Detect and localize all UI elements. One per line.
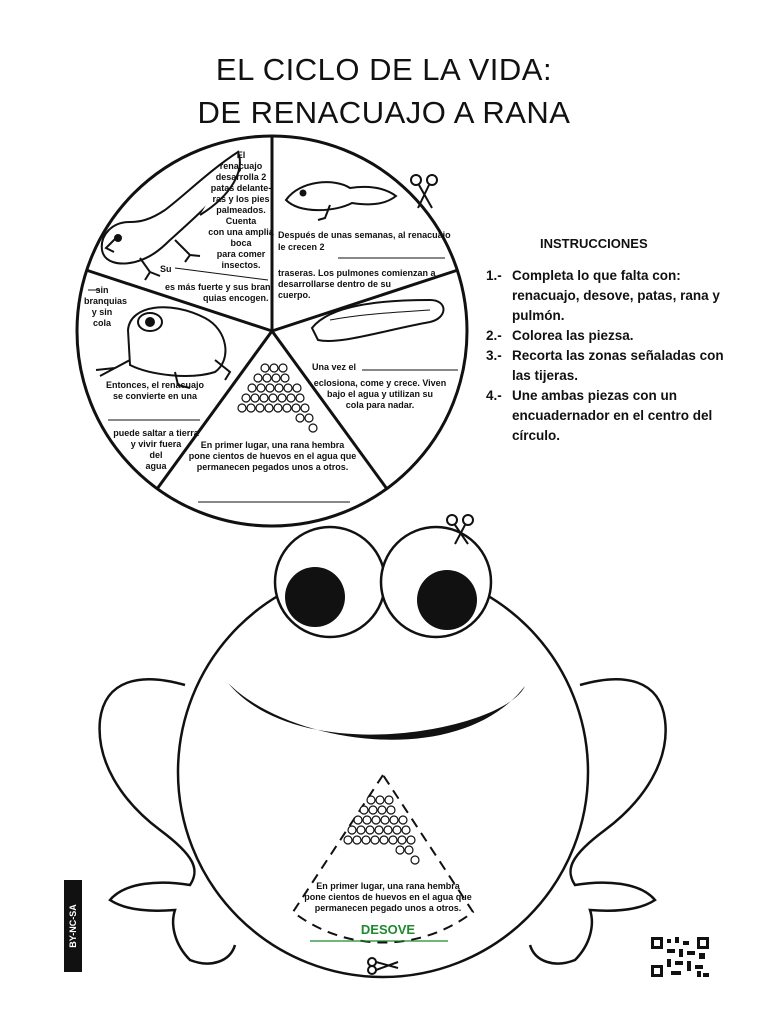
text-line: palmeados. Cuenta — [216, 205, 266, 226]
instruction-item: 3.- Recorta las zonas señaladas con las … — [486, 346, 726, 386]
text-line: se convierte en una — [112, 391, 198, 401]
tadpole-with-legs-illustration — [284, 181, 398, 221]
text-line: branquias — [84, 296, 128, 306]
egg-cluster-illustration — [343, 795, 420, 865]
text-line: del — [149, 450, 163, 460]
text-line: desarrolla 2 — [215, 172, 267, 182]
text-line: insectos. — [221, 260, 261, 270]
text-line: En primer lugar, una rana hembra — [200, 440, 345, 450]
segment-froglet-tail2: es más fuerte y sus bran- — [165, 282, 274, 292]
segment-tadpole-text: eclosiona, come y crece. Viven bajo el a… — [300, 378, 460, 411]
segment-eggs-text: En primer lugar, una rana hembra pone ci… — [185, 440, 360, 473]
qr-code-icon — [651, 937, 709, 977]
text-line: El — [236, 150, 246, 160]
scissors-icon — [410, 174, 438, 209]
text-line: renacuajo — [219, 161, 263, 171]
segment-frog-text3: puede saltar a tierra y vivir fuera del … — [106, 428, 206, 472]
instructions-heading: INSTRUCCIONES — [540, 236, 648, 251]
instruction-item: 1.- Completa lo que falta con: renacuajo… — [486, 266, 726, 326]
segment-legs-line4: desarrollarse dentro de su — [278, 279, 392, 289]
instruction-number: 1.- — [486, 268, 502, 283]
frog-window-text: En primer lugar, una rana hembra pone ci… — [296, 881, 480, 914]
segment-frog-text2: Entonces, el renacuajo se convierte en u… — [95, 380, 215, 402]
text-line: En primer lugar, una rana hembra — [316, 881, 460, 891]
instruction-number: 4.- — [486, 388, 502, 403]
instruction-text: Colorea las piezsa. — [512, 328, 634, 343]
segment-legs-line1: Después de unas semanas, al renacuajo — [278, 230, 451, 240]
scissors-icon — [367, 957, 399, 975]
segment-tadpole-line1: Una vez el — [312, 362, 357, 372]
text-line: cola — [92, 318, 111, 328]
tadpole-illustration — [310, 298, 445, 342]
instructions-list: 1.- Completa lo que falta con: renacuajo… — [486, 266, 726, 446]
segment-froglet-tail3: quias encogen. — [203, 293, 269, 303]
life-cycle-wheel — [75, 134, 469, 528]
segment-froglet-text: El renacuajo desarrolla 2 patas delante-… — [205, 150, 277, 271]
segment-froglet-su: Su — [160, 264, 172, 274]
frog-left-pupil — [285, 567, 345, 627]
adult-frog-illustration — [95, 306, 232, 389]
text-line: patas delante- — [210, 183, 272, 193]
froglet-illustration — [100, 150, 242, 281]
text-line: Entonces, el renacuajo — [105, 380, 205, 390]
text-line: cola para nadar. — [345, 400, 415, 410]
text-line: eclosiona, come y crece. Viven — [313, 378, 447, 388]
segment-legs-line5: cuerpo. — [278, 290, 311, 300]
creative-commons-icon: BY-NC-SA — [64, 880, 82, 972]
instruction-text: Recorta las zonas señaladas con las tije… — [512, 348, 724, 383]
egg-cluster-illustration — [237, 363, 318, 433]
text-line: agua — [145, 461, 167, 471]
text-line: bajo el agua y utilizan su — [326, 389, 434, 399]
segment-frog-text1: sin branquias y sin cola — [84, 285, 128, 329]
text-line: ras y los pies — [212, 194, 270, 204]
page-title-line1: EL CICLO DE LA VIDA: — [215, 52, 553, 87]
instruction-item: 2.- Colorea las piezsa. — [486, 326, 726, 346]
instruction-text: Une ambas piezas con un encuadernador en… — [512, 388, 713, 443]
instruction-item: 4.- Une ambas piezas con un encuadernado… — [486, 386, 726, 446]
license-label: BY-NC-SA — [68, 904, 78, 948]
cut-out-window — [291, 773, 475, 944]
scissors-icon — [446, 514, 474, 545]
text-line: puede saltar a tierra — [113, 428, 199, 438]
instruction-number: 2.- — [486, 328, 502, 343]
instruction-number: 3.- — [486, 348, 502, 363]
frog-window-label: DESOVE — [360, 922, 416, 937]
text-line: sin — [95, 285, 109, 295]
text-line: permanecen pegado unos a otros. — [314, 903, 462, 913]
text-line: con una amplia boca — [208, 227, 274, 248]
page-title-line2: DE RENACUAJO A RANA — [197, 95, 571, 130]
text-line: pone cientos de huevos en el agua que — [188, 451, 357, 461]
text-line: permanecen pegados unos a otros. — [196, 462, 349, 472]
text-line: para comer — [216, 249, 266, 259]
segment-legs-line2: le crecen 2 — [278, 242, 325, 252]
frog-smile — [228, 683, 525, 740]
text-line: y vivir fuera — [130, 439, 182, 449]
frog-right-pupil — [417, 570, 477, 630]
instruction-text: Completa lo que falta con: renacuajo, de… — [512, 268, 720, 323]
text-line: pone cientos de huevos en el agua que — [304, 892, 472, 902]
segment-legs-line3: traseras. Los pulmones comienzan a — [278, 268, 436, 278]
text-line: y sin — [91, 307, 113, 317]
